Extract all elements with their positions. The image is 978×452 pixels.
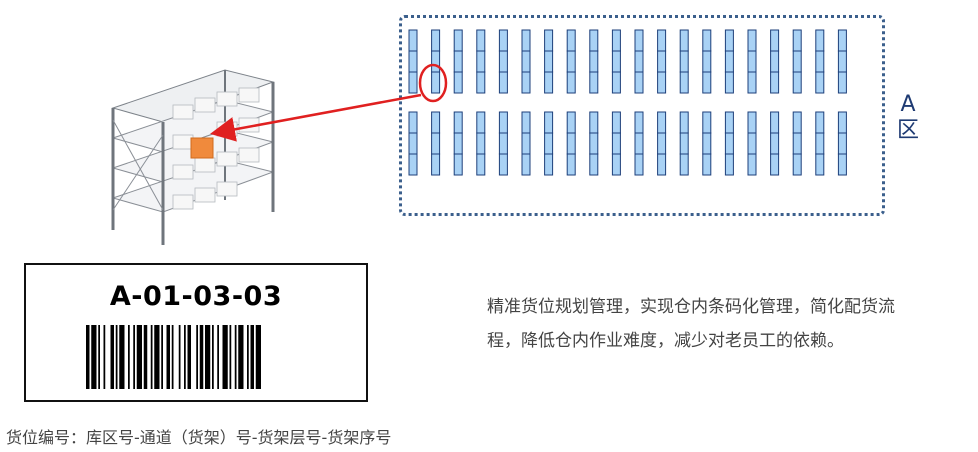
barcode-bar	[187, 325, 191, 389]
barcode-bar	[205, 325, 211, 389]
barcode-bar	[86, 325, 90, 389]
barcode-bar	[143, 325, 148, 389]
shelf-slot	[589, 153, 599, 176]
barcode-bar	[166, 325, 170, 389]
location-code: A-01-03-03	[109, 281, 283, 312]
shelf-slot	[770, 153, 780, 176]
shelf-slot	[611, 71, 621, 94]
barcode-bar	[136, 325, 142, 389]
warehouse-rack-illustration	[111, 69, 275, 245]
shelf-slot	[837, 71, 847, 94]
location-code-format-caption: 货位编号：库区号-通道（货架）号-货架层号-货架序号	[6, 428, 392, 447]
shelf-slot	[453, 153, 463, 176]
shelf-slot	[634, 71, 644, 94]
highlight-circle-icon	[418, 63, 448, 103]
shelf-slot	[837, 153, 847, 176]
shelf-slot	[634, 153, 644, 176]
shelf-slot	[747, 153, 757, 176]
shelf-slot	[679, 153, 689, 176]
barcode-bar	[229, 325, 232, 389]
barcode-bar	[255, 325, 261, 389]
shelf-slot	[724, 71, 734, 94]
barcode-bar	[154, 325, 160, 389]
zone-label-char: 区	[896, 118, 919, 143]
barcode-bar	[212, 325, 214, 389]
barcode-bar	[91, 325, 97, 389]
barcode-bar	[103, 325, 106, 389]
barcode-bar	[184, 325, 186, 389]
shelf-slot	[498, 153, 508, 176]
shelf-slot	[521, 71, 531, 94]
shelf-slot	[476, 71, 486, 94]
shelf-slot	[724, 153, 734, 176]
barcode-bar	[196, 325, 198, 389]
description: 精准货位规划管理，实现仓内条码化管理，简化配货流 程，降低仓内作业难度，减少对老…	[487, 290, 975, 358]
barcode-bar	[199, 325, 204, 389]
shelf-slot	[657, 71, 667, 94]
shelf-slot	[589, 71, 599, 94]
shelf-slot	[498, 71, 508, 94]
zone-label-letter: A	[900, 92, 916, 117]
shelf-slot	[815, 71, 825, 94]
description-line-1: 精准货位规划管理，实现仓内条码化管理，简化配货流	[487, 297, 895, 317]
zone-a-layout	[399, 15, 885, 216]
shelf-slot	[702, 71, 712, 94]
barcode-bar	[171, 325, 174, 389]
barcode-bar	[238, 325, 244, 389]
shelf-slot	[702, 153, 712, 176]
shelf-slot	[453, 71, 463, 94]
barcode-bar	[178, 325, 181, 389]
barcode-bar	[98, 325, 100, 389]
barcode-bar	[115, 325, 118, 389]
location-label-card: A-01-03-03	[24, 263, 368, 402]
shelf-slot	[770, 71, 780, 94]
shelf-slot	[815, 153, 825, 176]
barcode-bar	[150, 325, 153, 389]
barcode-bar	[119, 325, 125, 389]
barcode-bar	[217, 325, 219, 389]
highlighted-location-box	[190, 137, 214, 159]
barcode-bar	[247, 325, 249, 389]
shelf-slot	[476, 153, 486, 176]
barcode-bar	[234, 325, 237, 389]
description-line-2: 程，降低仓内作业难度，减少对老员工的依赖。	[487, 331, 844, 351]
shelf-slot	[611, 153, 621, 176]
shelf-slot	[544, 153, 554, 176]
barcode-bar	[161, 325, 163, 389]
shelf-slot	[747, 71, 757, 94]
barcode-bar	[222, 325, 228, 389]
shelf-slot	[521, 153, 531, 176]
shelf-slot	[544, 71, 554, 94]
barcode-bar	[250, 325, 254, 389]
shelf-slot	[679, 71, 689, 94]
barcode-bar	[133, 325, 135, 389]
shelf-slot	[408, 153, 418, 176]
shelf-slot	[792, 153, 802, 176]
shelf-slot	[431, 71, 441, 94]
shelf-slot	[408, 71, 418, 94]
barcode-icon	[86, 325, 261, 389]
shelf-slot	[792, 71, 802, 94]
zone-label: A 区	[894, 92, 922, 144]
barcode-bar	[128, 325, 130, 389]
shelf-slot	[566, 153, 576, 176]
shelf-slot	[566, 71, 576, 94]
shelf-slot	[657, 153, 667, 176]
barcode-bar	[110, 325, 114, 389]
shelf-slot	[431, 153, 441, 176]
